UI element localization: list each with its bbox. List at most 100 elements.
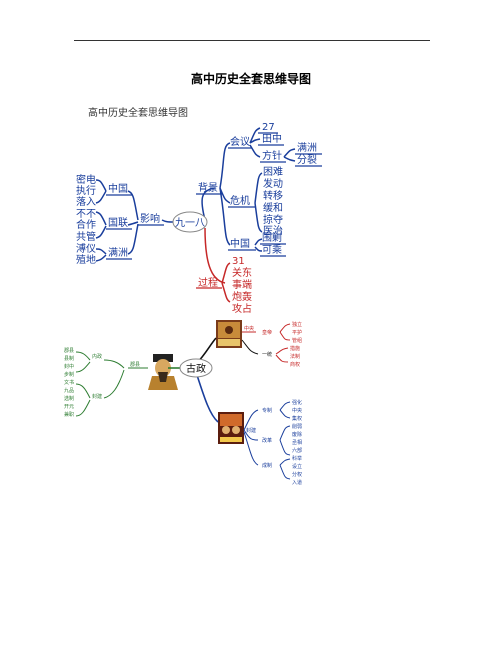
leaf-paohong: 炮轰 [232, 290, 252, 303]
line-guocheng-up [221, 262, 231, 284]
leaf-l6: 九品 [64, 387, 74, 394]
leaf-puyi: 溥仪 [76, 242, 96, 255]
line-zg-left-1 [95, 179, 107, 192]
leaf-31: 31 [232, 256, 245, 267]
line-yx-zhongguo [127, 190, 139, 221]
node-beijing: 背景 [198, 181, 218, 194]
leaf-r6: 丞相 [292, 439, 302, 446]
line-huiyi-27 [249, 127, 261, 144]
leaf-kecheng: 可乘 [262, 244, 282, 256]
leaf-fadong: 发动 [263, 177, 283, 190]
node-neizheng: 内政 [92, 353, 102, 360]
line-weiji-up [254, 172, 263, 204]
leaf-hezuo: 合作 [76, 218, 96, 231]
line-huiyi-tianzhong [249, 138, 261, 144]
node-yingxiang: 影响 [140, 212, 160, 225]
leaf-pinghu: 平护 [292, 329, 302, 336]
leaf-l2: 县制 [64, 355, 74, 362]
line-yx-guolian [127, 221, 139, 226]
node-chengzhi: 成制 [262, 462, 272, 469]
node-junxian: 郡县 [130, 361, 140, 368]
portrait-emperor-image [148, 352, 178, 390]
node-fengjian-left: 封建 [92, 393, 102, 400]
leaf-shangquan: 商权 [290, 361, 300, 368]
leaf-r4: 削弱 [292, 423, 302, 430]
leaf-l7: 选制 [64, 395, 74, 402]
leaf-midian: 密电 [76, 173, 96, 186]
leaf-r8: 科举 [292, 455, 302, 462]
line-fangzhen-1 [283, 148, 296, 158]
line-mz-1 [95, 248, 107, 255]
poster-bottom-image [218, 412, 244, 444]
leaf-guandong: 关东 [232, 266, 252, 279]
leaf-zhixing: 执行 [76, 184, 96, 197]
leaf-cuoshi: 措施 [290, 345, 300, 352]
leaf-tianzhong: 田中 [262, 132, 282, 145]
node-guocheng: 过程 [198, 276, 218, 289]
line-weiji-down [254, 202, 263, 233]
line-zg-1 [254, 238, 263, 246]
mindmap-1: 九一八 背景 会议 27 田中 方针 满洲 分裂 危机 中国 围剿 可乘 影响 … [76, 122, 322, 315]
line-gl-1 [95, 211, 107, 226]
line-beijing-huiyi [219, 142, 231, 189]
leaf-r1: 强化 [292, 399, 302, 406]
leaf-r3: 集权 [292, 415, 302, 422]
node-gaige: 改革 [262, 437, 272, 444]
line-center-guocheng [204, 227, 226, 284]
node-fangzhen: 方针 [262, 149, 282, 162]
center-label-2: 古政 [186, 362, 206, 375]
leaf-weijiao: 围剿 [262, 231, 282, 244]
header-rule [74, 40, 430, 41]
leaf-bubu: 不不 [76, 209, 96, 220]
node-zhongguo-bg: 中国 [230, 237, 250, 250]
node-zhuanzhi: 专制 [262, 407, 272, 414]
line-guocheng-down [221, 282, 231, 303]
leaf-l5: 文书 [64, 379, 74, 386]
center-node-2 [179, 358, 213, 378]
leaf-l9: 兼职 [64, 411, 74, 418]
leaf-kunnan: 困难 [263, 166, 283, 178]
leaf-luoru: 落入 [76, 196, 96, 208]
leaf-zhidi: 殖地 [76, 253, 96, 266]
line-fangzhen-2 [283, 156, 296, 162]
leaf-l8: 开元 [64, 404, 74, 410]
node-huiyi: 会议 [230, 135, 250, 148]
leaf-27: 27 [262, 122, 275, 133]
leaf-shiduan: 事端 [232, 278, 252, 291]
leaf-guanzu: 管组 [292, 337, 302, 344]
leaf-r9: 设立 [292, 463, 302, 470]
node-guolian: 国联 [108, 217, 128, 229]
node-yitong: 一统 [262, 351, 272, 358]
center-node-1 [172, 211, 208, 233]
node-weiji: 危机 [230, 194, 250, 207]
line-huiyi-fangzhen [249, 144, 261, 158]
line-zg-left-2 [95, 190, 107, 204]
node-yx-manzhou: 满洲 [108, 247, 128, 259]
leaf-duli: 独立 [292, 321, 302, 328]
leaf-l3: 封中 [64, 363, 74, 370]
leaf-r5: 废除 [292, 431, 302, 438]
line-gl-2 [95, 225, 107, 239]
line-c2-lower [195, 371, 219, 423]
leaf-manzhou: 满洲 [297, 142, 317, 154]
leaf-gongzhan: 攻占 [232, 302, 252, 315]
center-label-1: 九一八 [175, 217, 205, 229]
leaf-huanhe: 缓和 [263, 201, 283, 214]
node-yx-zhongguo: 中国 [108, 182, 128, 195]
poster-top-image [216, 320, 242, 348]
leaf-yizhi: 医治 [263, 224, 283, 237]
leaf-lueduo: 掠夺 [263, 213, 283, 226]
mindmap-2: 古政 中央 皇帝 独立 平护 管组 措施 法制 商权 一统 郡县 内政 封建 郡… [64, 320, 302, 486]
node-zhongyang: 中央 [244, 325, 254, 332]
leaf-r11: 入道 [292, 479, 302, 486]
document-title: 高中历史全套思维导图 [190, 72, 311, 86]
line-center-yingxiang [161, 219, 175, 223]
leaf-l4: 步制 [64, 371, 74, 378]
leaf-r2: 中央 [292, 407, 302, 414]
node-huangdi: 皇帝 [262, 329, 272, 336]
leaf-zhuanyi: 转移 [263, 189, 283, 202]
leaf-gongguan: 共管 [76, 230, 96, 243]
leaf-fazhi: 法制 [290, 353, 300, 360]
leaf-r7: 六部 [292, 447, 302, 454]
